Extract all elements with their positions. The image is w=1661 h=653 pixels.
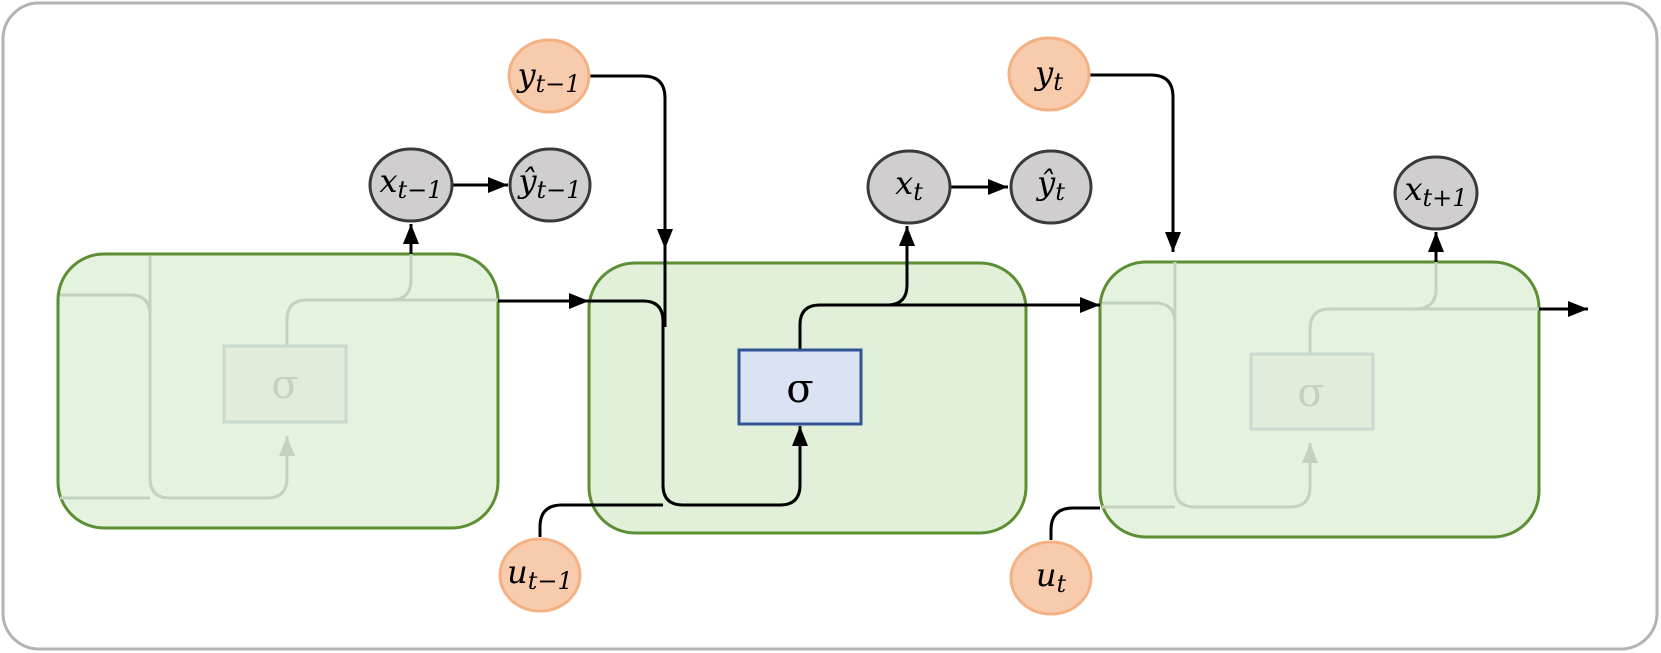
node-label: xt+1 bbox=[1404, 170, 1467, 212]
node-y-t: yt bbox=[1007, 36, 1091, 112]
node-ellipse bbox=[1009, 149, 1093, 225]
cell-t-minus-1: σ bbox=[56, 252, 500, 530]
node-u-t-minus-1: ut−1 bbox=[498, 537, 582, 613]
node-ellipse bbox=[498, 537, 582, 613]
node-label: yt−1 bbox=[515, 56, 580, 98]
faded-line bbox=[1173, 262, 1318, 509]
faded-line bbox=[285, 298, 498, 346]
node-label: ut−1 bbox=[507, 553, 573, 595]
gate-box-active bbox=[737, 348, 863, 426]
gate-label: σ bbox=[786, 366, 813, 412]
node-ellipse bbox=[507, 38, 591, 114]
node-x-t: xt bbox=[866, 149, 952, 225]
node-yhat-t-minus-1: ŷt−1 bbox=[508, 147, 592, 223]
node-ellipse bbox=[368, 147, 454, 223]
node-label: ŷt bbox=[1035, 164, 1065, 206]
node-label: ŷt−1 bbox=[516, 162, 581, 204]
gate-label: σ bbox=[271, 362, 298, 408]
node-y-t-minus-1: yt−1 bbox=[507, 38, 591, 114]
node-label: ut bbox=[1036, 556, 1067, 598]
edge-u-prev-to-cell-t bbox=[538, 503, 663, 537]
edge-gate-to-x-curr bbox=[886, 226, 915, 307]
node-ellipse bbox=[1009, 540, 1093, 616]
edge-gate-output bbox=[798, 297, 1100, 350]
edge-y-prev-to-cell-t bbox=[590, 74, 667, 327]
edge-y-curr-to-cell-next bbox=[1090, 73, 1181, 252]
node-label: yt bbox=[1033, 54, 1063, 96]
node-ellipse bbox=[1393, 155, 1479, 231]
node-label: xt bbox=[895, 164, 923, 206]
edge-state-inside-cell-t bbox=[589, 299, 808, 507]
node-x-t-minus-1: xt−1 bbox=[368, 147, 454, 223]
faded-line bbox=[1308, 307, 1539, 354]
gate-label: σ bbox=[1297, 370, 1324, 416]
edge-u-curr-to-cell-next bbox=[1049, 506, 1100, 540]
gate-box-faded bbox=[222, 344, 348, 424]
node-u-t: ut bbox=[1009, 540, 1093, 616]
node-ellipse bbox=[508, 147, 592, 223]
gate-box-faded bbox=[1249, 352, 1375, 431]
node-ellipse bbox=[1007, 36, 1091, 112]
cell-t-plus-1: σ bbox=[1098, 260, 1541, 539]
faded-line bbox=[1414, 262, 1438, 311]
node-label: xt−1 bbox=[379, 162, 442, 204]
node-ellipse bbox=[866, 149, 952, 225]
faded-line bbox=[148, 256, 295, 500]
faded-line bbox=[389, 254, 413, 302]
node-yhat-t: ŷt bbox=[1009, 149, 1093, 225]
node-x-t-plus-1: xt+1 bbox=[1393, 155, 1479, 231]
